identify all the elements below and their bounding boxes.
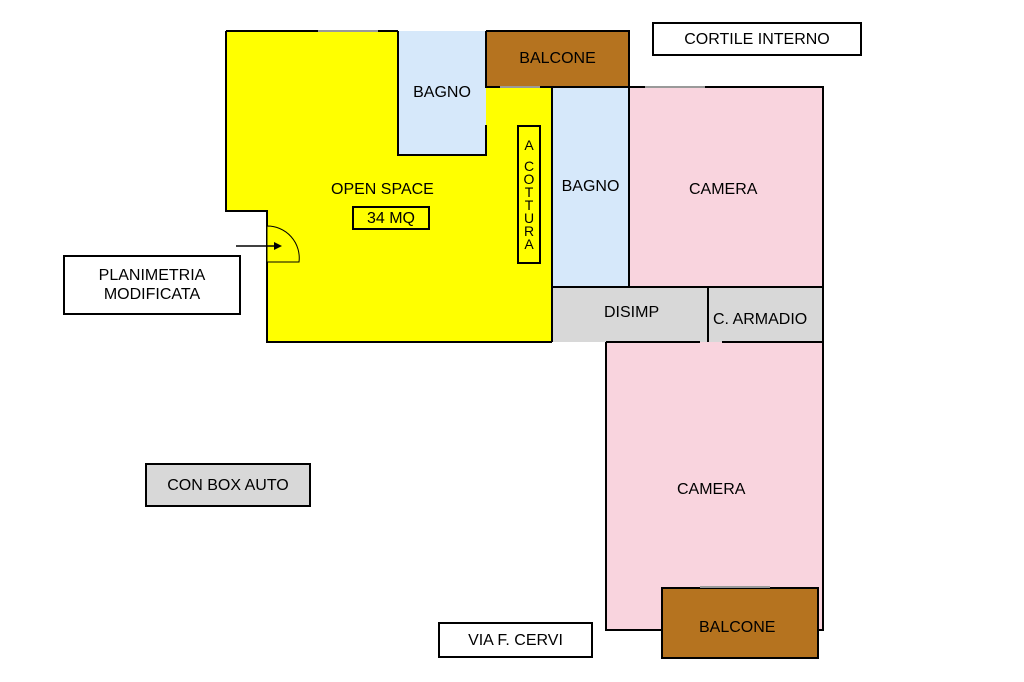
bagno-left: BAGNO: [398, 31, 486, 155]
balcone-top-label: BALCONE: [519, 50, 596, 67]
kitchen-strip: A C O T T U R A: [517, 125, 541, 264]
door-swing: [266, 225, 300, 263]
camera-top-label: CAMERA: [689, 181, 758, 198]
camera-top: [629, 87, 823, 287]
disimp: [552, 287, 708, 342]
balcone-bottom-label: BALCONE: [699, 619, 776, 636]
camera-bottom-label: CAMERA: [677, 481, 746, 498]
camera-bottom: [606, 342, 823, 630]
bagno-right: BAGNO: [552, 87, 629, 287]
area-badge: 34 MQ: [352, 206, 430, 230]
balcone-bottom: [661, 587, 819, 659]
planimetria-line1: PLANIMETRIA: [98, 267, 206, 284]
planimetria-note: PLANIMETRIA MODIFICATA: [63, 255, 241, 315]
bagno-left-label: BAGNO: [413, 84, 471, 101]
bagno-right-label: BAGNO: [561, 178, 620, 195]
armadio: [708, 287, 823, 342]
via-note: VIA F. CERVI: [438, 622, 593, 658]
planimetria-line2: MODIFICATA: [103, 286, 201, 303]
open-space-label: OPEN SPACE: [331, 181, 434, 198]
disimp-label: DISIMP: [604, 304, 660, 321]
cortile-note: CORTILE INTERNO: [652, 22, 862, 56]
balcone-top: BALCONE: [486, 31, 629, 87]
box-auto-note: CON BOX AUTO: [145, 463, 311, 507]
armadio-label: C. ARMADIO: [713, 311, 808, 328]
